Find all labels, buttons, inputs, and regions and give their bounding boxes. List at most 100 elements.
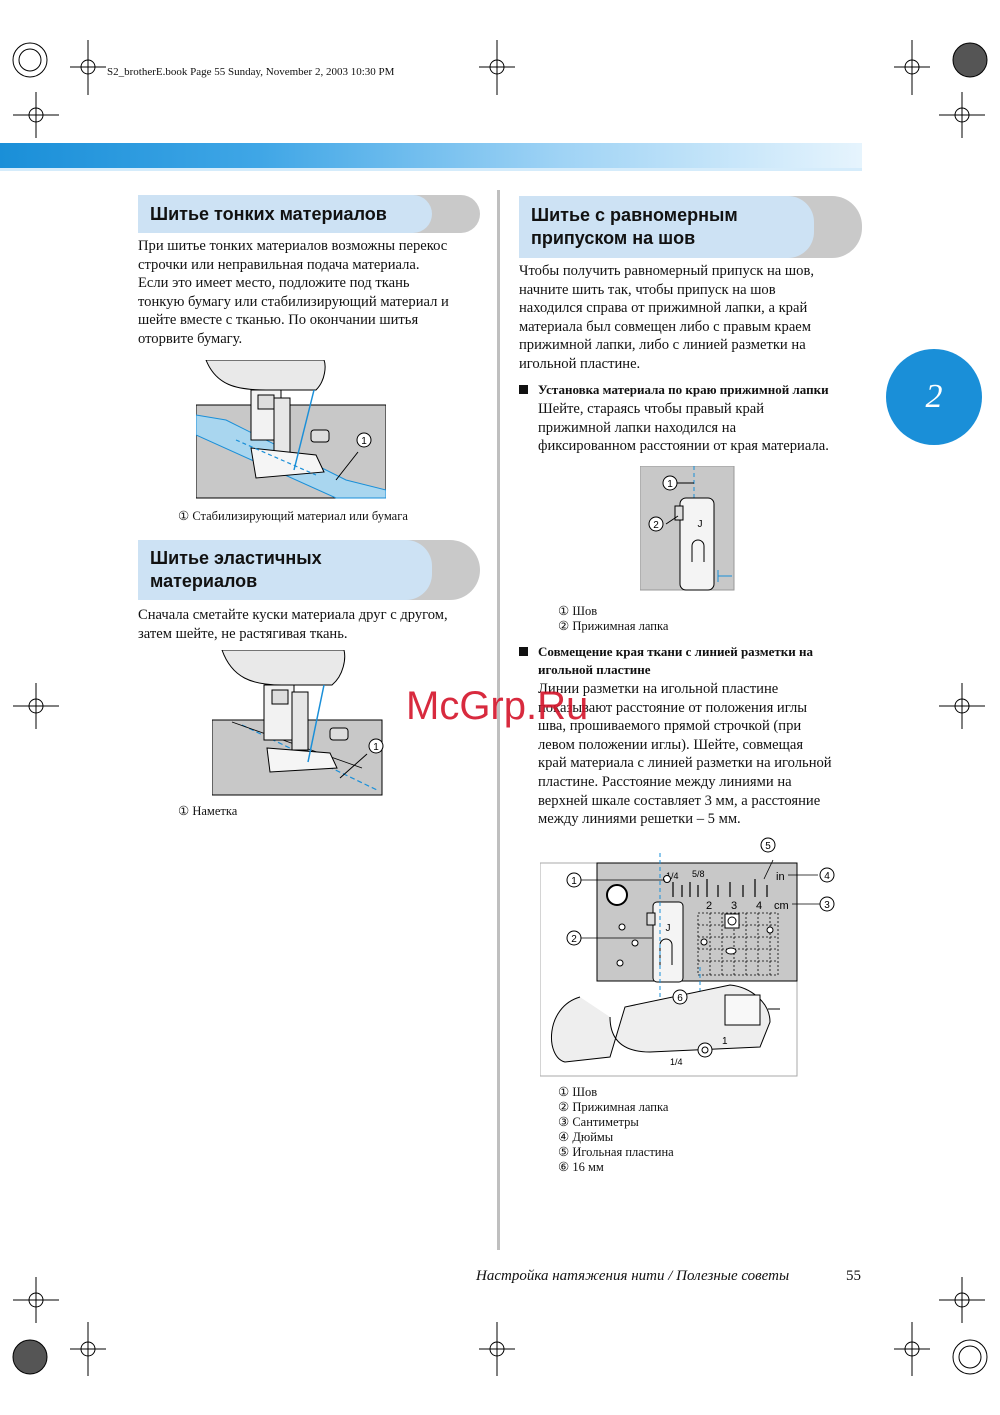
caption-text: Сантиметры: [572, 1115, 639, 1129]
caption-number: ②: [558, 1100, 570, 1114]
text-line: Чтобы получить равномерный припуск на шо…: [519, 263, 814, 279]
thin-figure-callout: 1: [361, 436, 367, 447]
scale-in: in: [776, 871, 785, 883]
scale-cm-3: 3: [731, 900, 737, 912]
caption-number: ⑥: [558, 1160, 570, 1174]
plate-foot-letter: J: [666, 923, 671, 934]
callout-2: 2: [653, 520, 659, 531]
caption-number: ⑤: [558, 1145, 570, 1159]
text-line: находился справа от прижимной лапки, а к…: [519, 300, 808, 317]
text-line: между линиями решетки – 5 мм.: [538, 811, 741, 828]
caption-text: Шов: [572, 1085, 598, 1099]
scale-cm-2: 2: [706, 900, 712, 912]
text-line: Шейте, стараясь чтобы правый край: [538, 401, 765, 417]
column-divider: [497, 190, 500, 1250]
bullet2-head-line2: игольной пластине: [538, 662, 651, 677]
figure-elastic-fabric: 1: [212, 650, 384, 796]
bullet2-head-line1: Совмещение края ткани с линией разметки …: [538, 644, 813, 659]
text-line: край материала с линией разметки на игол…: [538, 755, 832, 772]
bullet1-head: Установка материала по краю прижимной ла…: [538, 382, 829, 397]
elastic-caption: ① Наметка: [178, 804, 237, 819]
caption-number: ①: [178, 509, 190, 523]
text-line: прижимной лапки находился на: [538, 419, 737, 436]
caption-text: Стабилизирующий материал или бумага: [192, 509, 408, 523]
section-title-seam-line2: припуском на шов: [531, 228, 696, 248]
file-info: S2_brotherE.book Page 55 Sunday, Novembe…: [107, 66, 395, 78]
scale-cm-4: 4: [756, 900, 762, 912]
page-number: 55: [846, 1268, 861, 1284]
bullet-square: [519, 647, 528, 656]
bullet2-captions: ① Шов ② Прижимная лапка ③ Сантиметры ④ Д…: [558, 1085, 674, 1175]
text-line: тонкую бумагу или стабилизирующий матери…: [138, 293, 449, 310]
section-title-seam: Шитье с равномерным припуском на шов: [519, 196, 814, 258]
text-line: левом положении иглы). Шейте, совмещая: [538, 736, 804, 753]
text-line: пластине. Расстояние между линиями на: [538, 773, 792, 790]
text-line: показывают расстояние от положения иглы: [538, 699, 808, 716]
scale-five-eighths: 5/8: [692, 869, 705, 879]
figure-foot-edge-callouts-2: 2: [648, 516, 664, 532]
text-line: верхней шкале составляет 3 мм, а расстоя…: [538, 792, 821, 809]
caption-number: ④: [558, 1130, 570, 1144]
foot-letter: J: [698, 519, 703, 530]
figure-needle-plate: 1/4 5/8 in 2 3 4 cm J 1 1/4 1 2 3 4 5: [540, 837, 835, 1077]
caption-number: ①: [558, 604, 570, 618]
section-title-elastic: Шитье эластичных материалов: [138, 540, 432, 600]
text-line: фиксированном расстоянии от края материа…: [538, 438, 829, 455]
text-line: игольной пластине.: [519, 355, 641, 372]
text-line: материала был совмещен либо с правым кра…: [519, 318, 812, 335]
bullet2-head: Совмещение края ткани с линией разметки …: [538, 643, 813, 679]
text-line: шейте вместе с тканью. По окончании шить…: [138, 312, 419, 329]
chapter-badge: 2: [886, 349, 982, 445]
caption-text: Наметка: [192, 804, 238, 818]
seam-intro: Чтобы получить равномерный припуск на шо…: [519, 262, 869, 374]
caption-number: ①: [558, 1085, 570, 1099]
plate-callout-5: 5: [765, 841, 771, 852]
figure-foot-edge-callouts: 1: [662, 475, 678, 491]
footer-title: Настройка натяжения нити / Полезные сове…: [476, 1268, 790, 1284]
plate-callout-4: 4: [824, 871, 830, 882]
text-line: Сначала сметайте куски материала друг с …: [138, 607, 448, 623]
plate-inch-1: 1: [722, 1036, 728, 1047]
plate-callout-6: 6: [677, 993, 683, 1004]
caption-text: 16 мм: [572, 1160, 604, 1174]
text-line: При шитье тонких материалов возможны пер…: [138, 238, 448, 254]
section-title-elastic-line2: материалов: [150, 571, 258, 591]
section-title-seam-line1: Шитье с равномерным: [531, 205, 738, 225]
section-title-thin: Шитье тонких материалов: [138, 195, 432, 233]
text-line: оторвите бумагу.: [138, 330, 243, 347]
figure-thin-fabric: 1: [196, 360, 386, 499]
caption-number: ③: [558, 1115, 570, 1129]
bullet1-captions: ① Шов ② Прижимная лапка: [558, 604, 668, 634]
bullet-square: [519, 385, 528, 394]
text-line: Линии разметки на игольной пластине: [538, 681, 779, 697]
caption-text: Прижимная лапка: [572, 619, 669, 633]
plate-bottom-quarter: 1/4: [670, 1057, 683, 1067]
bullet1-body: Шейте, стараясь чтобы правый край прижим…: [538, 400, 868, 456]
text-line: Если это имеет место, подложите под ткан…: [138, 275, 410, 292]
text-line: строчки или неправильная подача материал…: [138, 256, 420, 273]
text-line: затем шейте, не растягивая ткань.: [138, 625, 348, 642]
caption-number: ②: [558, 619, 570, 633]
thin-caption: ① Стабилизирующий материал или бумага: [178, 509, 408, 524]
scale-cm: cm: [774, 900, 789, 912]
plate-callout-3: 3: [824, 900, 830, 911]
caption-text: Шов: [572, 604, 598, 618]
caption-text: Дюймы: [572, 1130, 614, 1144]
bullet2-body: Линии разметки на игольной пластине пока…: [538, 680, 868, 829]
caption-number: ①: [178, 804, 190, 818]
elastic-figure-callout: 1: [373, 742, 379, 753]
scale-quarter: 1/4: [666, 871, 679, 881]
caption-text: Прижимная лапка: [572, 1100, 669, 1114]
elastic-body: Сначала сметайте куски материала друг с …: [138, 606, 488, 643]
caption-text: Игольная пластина: [572, 1145, 674, 1159]
plate-callout-1: 1: [571, 876, 577, 887]
header-bar: [0, 143, 862, 168]
header-bar-thin: [0, 168, 862, 171]
text-line: начните шить так, чтобы припуск на шов: [519, 281, 776, 298]
section-title-elastic-line1: Шитье эластичных: [150, 548, 322, 568]
thin-body: При шитье тонких материалов возможны пер…: [138, 237, 488, 349]
callout-1: 1: [667, 479, 673, 490]
text-line: прижимной лапки, либо с линией разметки …: [519, 337, 806, 354]
plate-callout-2: 2: [571, 934, 577, 945]
